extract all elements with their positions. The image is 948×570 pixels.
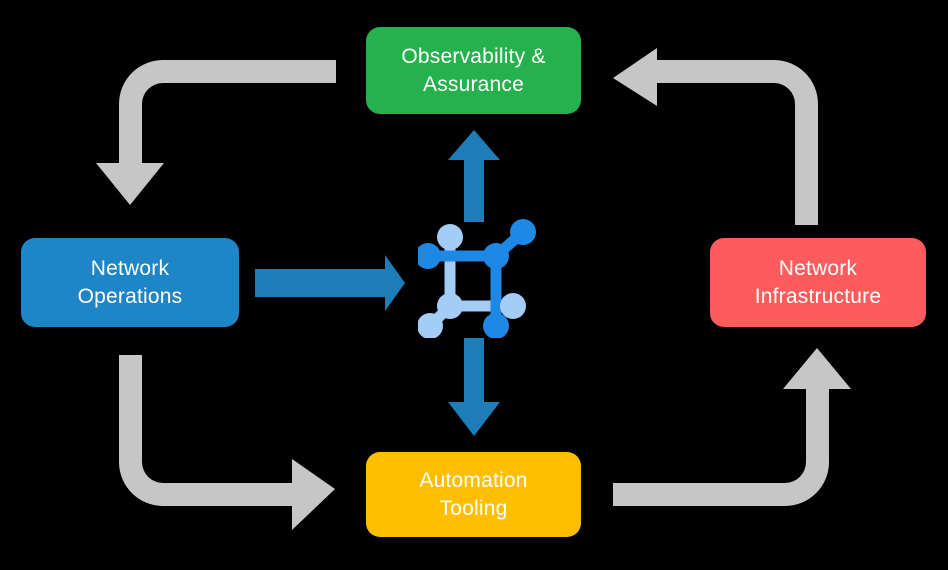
topology-nodes-secondary xyxy=(418,224,526,338)
connector-observability-to-operations xyxy=(96,60,336,205)
topology-nodes-primary xyxy=(418,219,536,338)
connector-center-to-automation xyxy=(448,338,500,436)
node-label-observability: Observability & Assurance xyxy=(401,44,546,96)
node-label-network-operations: Network Operations xyxy=(77,256,183,308)
connector-operations-to-center xyxy=(255,255,405,311)
connector-automation-to-infrastructure xyxy=(613,348,851,506)
connector-center-to-observability xyxy=(448,130,500,222)
node-label-network-infrastructure: Network Infrastructure xyxy=(754,256,882,308)
node-automation-tooling[interactable]: Automation Tooling xyxy=(366,452,581,537)
node-observability-assurance[interactable]: Observability & Assurance xyxy=(366,27,581,114)
node-network-operations[interactable]: Network Operations xyxy=(21,238,239,327)
connector-operations-to-automation xyxy=(119,355,335,530)
network-topology-icon xyxy=(418,219,536,338)
connector-infrastructure-to-observability xyxy=(613,48,818,225)
node-network-infrastructure[interactable]: Network Infrastructure xyxy=(710,238,926,327)
node-label-automation-tooling: Automation Tooling xyxy=(419,468,528,520)
